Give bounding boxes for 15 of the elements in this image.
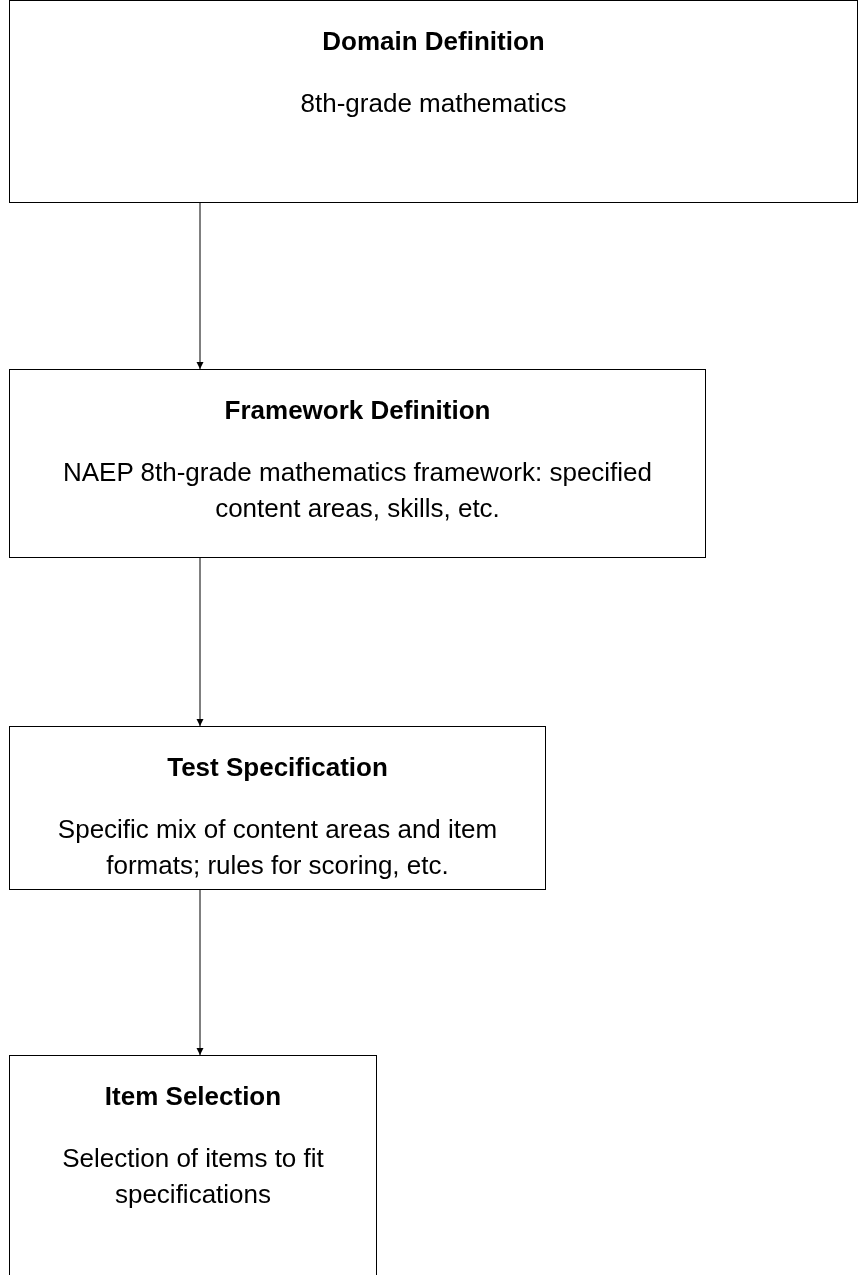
arrow — [196, 889, 204, 1056]
box-heading: Framework Definition — [224, 394, 491, 427]
box-heading: Item Selection — [104, 1080, 282, 1113]
arrow — [196, 202, 204, 370]
box-heading: Test Specification — [167, 751, 388, 784]
process-box — [9, 1055, 377, 1275]
process-box — [9, 0, 858, 203]
arrow — [196, 557, 204, 727]
box-description: 8th-grade mathematics — [300, 87, 567, 120]
box-description: NAEP 8th-grade mathematics framework: specified content areas, skills, etc. — [61, 456, 654, 525]
process-box — [9, 726, 546, 890]
box-description: Selection of items to fit specifications — [61, 1142, 325, 1211]
box-description: Specific mix of content areas and item formats; rules for scoring, etc. — [56, 813, 499, 882]
process-box — [9, 369, 706, 558]
box-heading: Domain Definition — [322, 25, 545, 58]
